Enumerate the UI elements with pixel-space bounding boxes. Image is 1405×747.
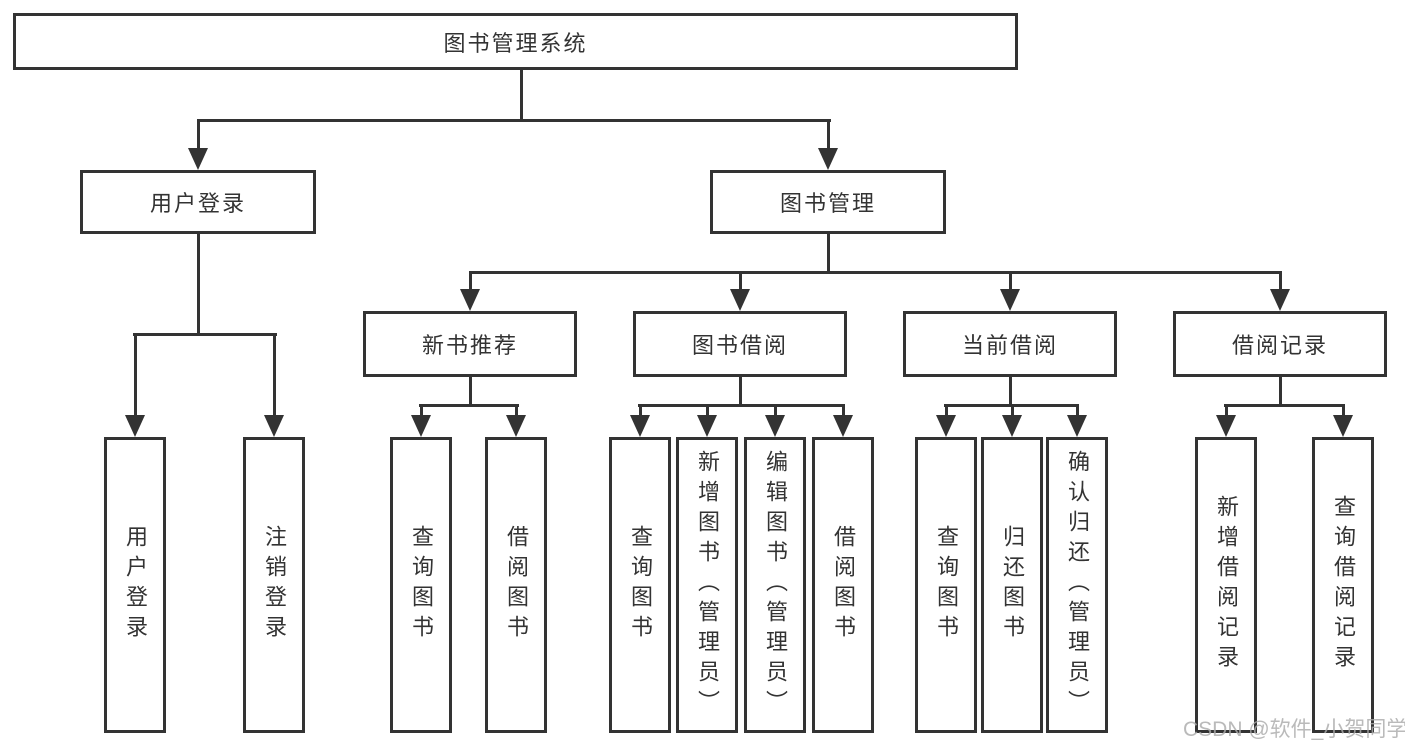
leaf-borrow-books-borrow-label: 借阅图书 bbox=[831, 525, 856, 645]
leaf-query-books-rec: 查询图书 bbox=[390, 437, 452, 733]
node-user-login-label: 用户登录 bbox=[149, 191, 246, 216]
edge-to-leaf bbox=[1225, 404, 1228, 421]
edge-to-leaf bbox=[420, 404, 423, 421]
edge-to-leaf bbox=[639, 404, 642, 421]
leaf-return-books: 归还图书 bbox=[981, 437, 1043, 733]
leaf-confirm-return-admin: 确认归还（管理员） bbox=[1046, 437, 1108, 733]
node-current-borrow: 当前借阅 bbox=[903, 311, 1117, 377]
edge-root-fork bbox=[197, 119, 831, 122]
arrowhead-icon bbox=[833, 415, 853, 437]
node-borrow-records-label: 借阅记录 bbox=[1231, 333, 1328, 358]
node-user-login: 用户登录 bbox=[80, 170, 316, 234]
arrowhead-icon bbox=[411, 415, 431, 437]
edge-root-stem bbox=[520, 69, 523, 122]
node-book-mgmt: 图书管理 bbox=[710, 170, 946, 234]
edge-borrow-records-stem bbox=[1279, 375, 1282, 407]
arrowhead-icon bbox=[1000, 289, 1020, 311]
arrowhead-icon bbox=[730, 289, 750, 311]
edge-to-leaf bbox=[774, 404, 777, 421]
leaf-user-login-label: 用户登录 bbox=[123, 525, 148, 645]
leaf-add-borrow-record-label: 新增借阅记录 bbox=[1214, 495, 1239, 675]
leaf-add-books-admin-label: 新增图书（管理员） bbox=[695, 450, 720, 720]
leaf-query-borrow-record-label: 查询借阅记录 bbox=[1331, 495, 1356, 675]
edge-to-leaf bbox=[1011, 404, 1014, 421]
arrowhead-icon bbox=[936, 415, 956, 437]
edge-to-new-book-rec bbox=[469, 271, 472, 295]
edge-to-leaf bbox=[706, 404, 709, 421]
arrowhead-icon bbox=[460, 289, 480, 311]
edge-to-leaf bbox=[842, 404, 845, 421]
leaf-add-books-admin: 新增图书（管理员） bbox=[676, 437, 738, 733]
arrowhead-icon bbox=[1216, 415, 1236, 437]
leaf-query-books-rec-label: 查询图书 bbox=[409, 525, 434, 645]
leaf-add-borrow-record: 新增借阅记录 bbox=[1195, 437, 1257, 733]
arrowhead-icon bbox=[1002, 415, 1022, 437]
leaf-logout: 注销登录 bbox=[243, 437, 305, 733]
edge-user-login-stem bbox=[197, 233, 200, 336]
edge-current-borrow-stem bbox=[1009, 375, 1012, 407]
edge-to-book-mgmt bbox=[827, 119, 830, 155]
edge-new-book-rec-fork bbox=[419, 404, 519, 407]
edge-to-borrow-records bbox=[1279, 271, 1282, 295]
node-root: 图书管理系统 bbox=[13, 13, 1018, 70]
node-root-label: 图书管理系统 bbox=[443, 30, 588, 56]
leaf-borrow-books-rec: 借阅图书 bbox=[485, 437, 547, 733]
node-new-book-rec-label: 新书推荐 bbox=[421, 333, 518, 358]
leaf-return-books-label: 归还图书 bbox=[1000, 525, 1025, 645]
leaf-query-books-current: 查询图书 bbox=[915, 437, 977, 733]
node-current-borrow-label: 当前借阅 bbox=[961, 333, 1058, 358]
arrowhead-icon bbox=[630, 415, 650, 437]
node-new-book-rec: 新书推荐 bbox=[363, 311, 577, 377]
arrowhead-icon bbox=[1067, 415, 1087, 437]
leaf-confirm-return-admin-label: 确认归还（管理员） bbox=[1065, 450, 1090, 720]
leaf-borrow-books-borrow: 借阅图书 bbox=[812, 437, 874, 733]
edge-book-mgmt-stem bbox=[827, 233, 830, 274]
edge-to-leaf bbox=[1076, 404, 1079, 421]
edge-user-login-fork bbox=[133, 333, 277, 336]
leaf-user-login: 用户登录 bbox=[104, 437, 166, 733]
leaf-query-books-borrow-label: 查询图书 bbox=[628, 525, 653, 645]
arrowhead-icon bbox=[818, 148, 838, 170]
arrowhead-icon bbox=[264, 415, 284, 437]
arrowhead-icon bbox=[1333, 415, 1353, 437]
arrowhead-icon bbox=[1270, 289, 1290, 311]
leaf-query-books-borrow: 查询图书 bbox=[609, 437, 671, 733]
leaf-logout-label: 注销登录 bbox=[262, 525, 287, 645]
edge-to-leaf bbox=[134, 333, 137, 425]
arrowhead-icon bbox=[765, 415, 785, 437]
csdn-watermark: CSDN @软件_小贺同学 bbox=[1183, 718, 1405, 741]
edge-to-leaf bbox=[945, 404, 948, 421]
leaf-query-books-current-label: 查询图书 bbox=[934, 525, 959, 645]
edge-new-book-rec-stem bbox=[469, 375, 472, 407]
node-book-borrow-label: 图书借阅 bbox=[691, 333, 788, 358]
edge-book-borrow-fork bbox=[638, 404, 845, 407]
arrowhead-icon bbox=[506, 415, 526, 437]
arrowhead-icon bbox=[188, 148, 208, 170]
arrowhead-icon bbox=[697, 415, 717, 437]
edge-book-mgmt-fork bbox=[469, 271, 1282, 274]
edge-to-user-login bbox=[197, 119, 200, 155]
node-borrow-records: 借阅记录 bbox=[1173, 311, 1387, 377]
edge-borrow-records-fork bbox=[1224, 404, 1345, 407]
edge-book-borrow-stem bbox=[739, 375, 742, 407]
edge-to-leaf bbox=[1342, 404, 1345, 421]
leaf-query-borrow-record: 查询借阅记录 bbox=[1312, 437, 1374, 733]
leaf-edit-books-admin-label: 编辑图书（管理员） bbox=[763, 450, 788, 720]
node-book-mgmt-label: 图书管理 bbox=[779, 191, 876, 216]
node-book-borrow: 图书借阅 bbox=[633, 311, 847, 377]
edge-to-current-borrow bbox=[1009, 271, 1012, 295]
leaf-edit-books-admin: 编辑图书（管理员） bbox=[744, 437, 806, 733]
edge-to-leaf bbox=[515, 404, 518, 421]
leaf-borrow-books-rec-label: 借阅图书 bbox=[504, 525, 529, 645]
arrowhead-icon bbox=[125, 415, 145, 437]
edge-to-book-borrow bbox=[739, 271, 742, 295]
edge-to-leaf bbox=[273, 333, 276, 425]
